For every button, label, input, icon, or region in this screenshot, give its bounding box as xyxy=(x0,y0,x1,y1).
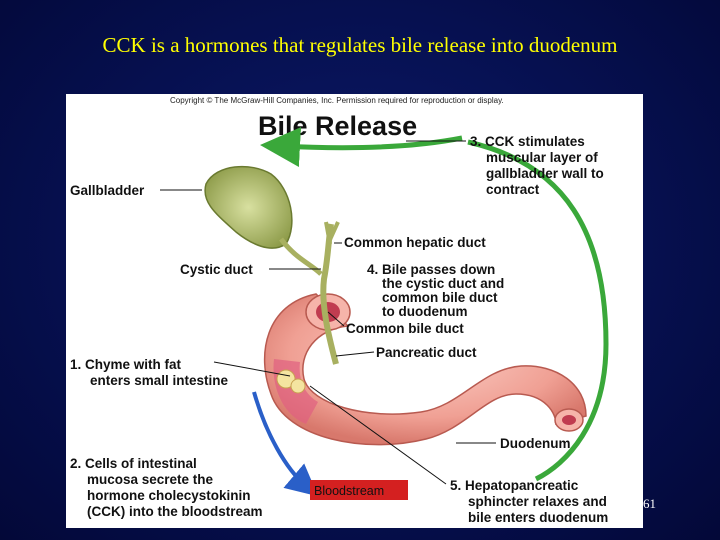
step1-line-2: enters small intestine xyxy=(90,373,229,388)
common-bile-duct-line xyxy=(327,311,345,327)
step1-line-1: 1. Chyme with fat xyxy=(70,357,182,372)
label-duodenum: Duodenum xyxy=(500,436,571,451)
slide-title: CCK is a hormones that regulates bile re… xyxy=(102,33,618,57)
step3-line-2: muscular layer of xyxy=(486,150,598,165)
bile-release-figure: Copyright © The McGraw-Hill Companies, I… xyxy=(66,94,643,528)
cck-pathway-arrow xyxy=(467,139,609,482)
step4-line-3: common bile duct xyxy=(382,290,498,305)
label-common-bile-duct: Common bile duct xyxy=(346,321,464,336)
cystic-duct-shape xyxy=(279,237,323,276)
label-pancreatic-duct: Pancreatic duct xyxy=(376,345,477,360)
chyme-icon-2 xyxy=(290,378,306,394)
step2-line-2: mucosa secrete the xyxy=(87,472,214,487)
pancreatic-duct-line xyxy=(335,351,375,357)
bloodstream-arrow xyxy=(252,391,319,497)
step4-line-2: the cystic duct and xyxy=(382,276,504,291)
step5-line-2: sphincter relaxes and xyxy=(468,494,607,509)
label-gallbladder: Gallbladder xyxy=(70,183,145,198)
step5-line-3: bile enters duodenum xyxy=(468,510,608,525)
bile-release-diagram: Copyright © The McGraw-Hill Companies, I… xyxy=(70,96,609,525)
step1-line xyxy=(213,361,291,377)
step3-line-4: contract xyxy=(486,182,540,197)
label-bloodstream: Bloodstream xyxy=(314,484,384,498)
step4-line-4: to duodenum xyxy=(382,304,467,319)
step4-line-1: 4. Bile passes down xyxy=(367,262,495,277)
step2-line-3: hormone cholecystokinin xyxy=(87,488,251,503)
step3-line-3: gallbladder wall to xyxy=(486,166,604,181)
hepatic-duct-branches xyxy=(324,221,340,245)
copyright-text: Copyright © The McGraw-Hill Companies, I… xyxy=(170,96,504,105)
step2-line-4: (CCK) into the bloodstream xyxy=(87,504,263,519)
gallbladder-shape xyxy=(204,165,293,249)
figure-title: Bile Release xyxy=(258,111,417,141)
label-common-hepatic-duct: Common hepatic duct xyxy=(344,235,486,250)
step5-line xyxy=(309,385,447,485)
page-number: 61 xyxy=(643,496,656,511)
intestine-end-lumen xyxy=(562,415,576,425)
step3-line-1: 3. CCK stimulates xyxy=(470,134,585,149)
step2-line-1: 2. Cells of intestinal xyxy=(70,456,197,471)
label-cystic-duct: Cystic duct xyxy=(180,262,253,277)
step5-line-1: 5. Hepatopancreatic xyxy=(450,478,579,493)
bloodstream-box xyxy=(310,480,408,500)
